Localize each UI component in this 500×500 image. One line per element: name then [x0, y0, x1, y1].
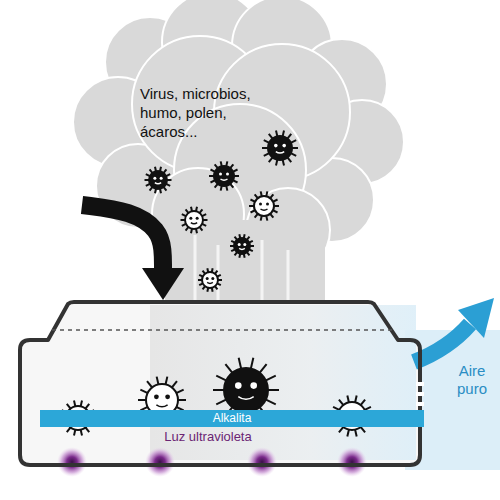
microbes	[60, 130, 373, 436]
microbe	[230, 234, 254, 257]
uv-lamps	[57, 447, 367, 477]
microbe	[181, 207, 208, 233]
intake-arrow	[82, 205, 163, 268]
purifier-housing: AlkalitaLuz ultravioleta	[18, 300, 422, 467]
microbe	[198, 268, 222, 291]
microbe	[209, 161, 239, 190]
microbe	[145, 167, 172, 193]
purifier-interior	[20, 302, 420, 465]
clean-air-arrow	[414, 298, 494, 362]
alkalita-filter-band: Alkalita	[40, 410, 424, 427]
microbe	[249, 191, 279, 220]
microbe	[262, 130, 298, 165]
cloud-caption: Virus, microbios, humo, polen, ácaros...	[140, 84, 280, 141]
filter-label: Alkalita	[40, 410, 424, 427]
uv-light-label: Luz ultravioleta	[118, 428, 298, 445]
smoke-cloud-node: Virus, microbios, humo, polen, ácaros...	[80, 20, 400, 280]
clean-air-label: Aire puro	[448, 362, 496, 398]
smoke-streaks	[195, 235, 288, 300]
